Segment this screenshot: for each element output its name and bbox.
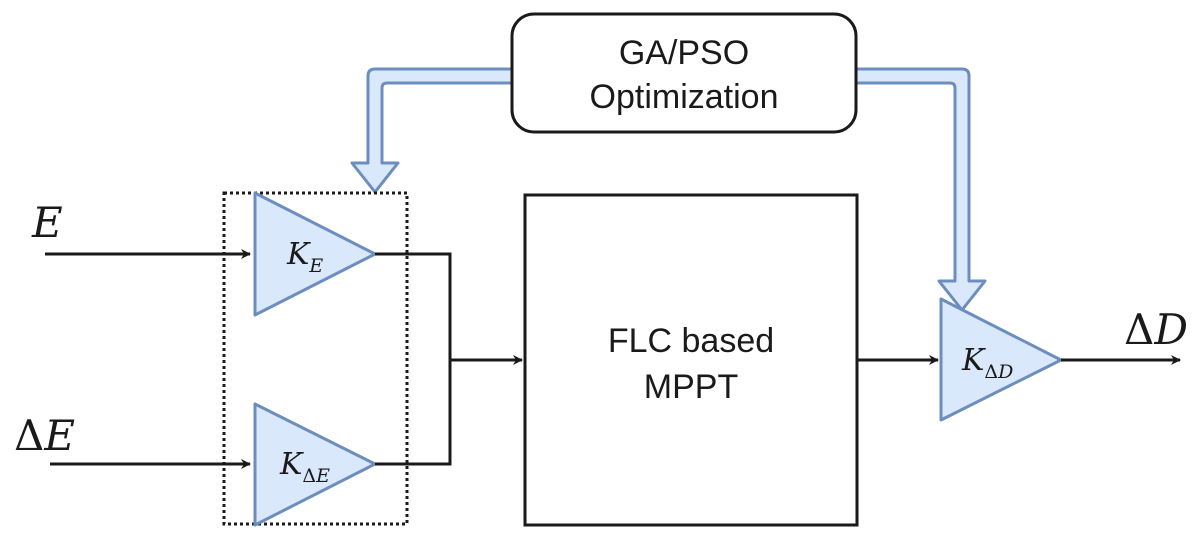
output-delta-d: ΔD bbox=[1061, 305, 1188, 365]
gain-ke-label: KE bbox=[286, 237, 323, 277]
gain-kdd: KΔD bbox=[939, 297, 1063, 422]
gain-kde-label: KΔE bbox=[279, 447, 330, 487]
flc-label-line1: FLC based bbox=[608, 322, 774, 360]
input-delta-e-label: ΔE bbox=[14, 411, 75, 460]
output-delta-d-label: ΔD bbox=[1124, 305, 1188, 354]
flc-mppt-block: FLC based MPPT bbox=[523, 193, 859, 527]
optimizer-block: GA/PSO Optimization bbox=[510, 12, 858, 134]
input-e-label: E bbox=[31, 198, 63, 247]
gain-group-box bbox=[222, 191, 409, 526]
flc-label-line2: MPPT bbox=[644, 368, 738, 406]
input-delta-e: ΔE bbox=[14, 411, 251, 469]
input-e: E bbox=[31, 198, 251, 259]
gain-outputs-connector bbox=[375, 252, 523, 466]
optimizer-to-ke-arrow bbox=[350, 67, 514, 194]
gain-ke: KE bbox=[253, 191, 377, 317]
gain-kde: KΔE bbox=[253, 402, 377, 527]
optimizer-to-kdd-arrow bbox=[854, 67, 987, 312]
optimizer-label-line2: Optimization bbox=[590, 78, 779, 116]
gain-kdd-label: KΔD bbox=[961, 343, 1013, 383]
optimizer-label-line1: GA/PSO bbox=[619, 34, 749, 72]
